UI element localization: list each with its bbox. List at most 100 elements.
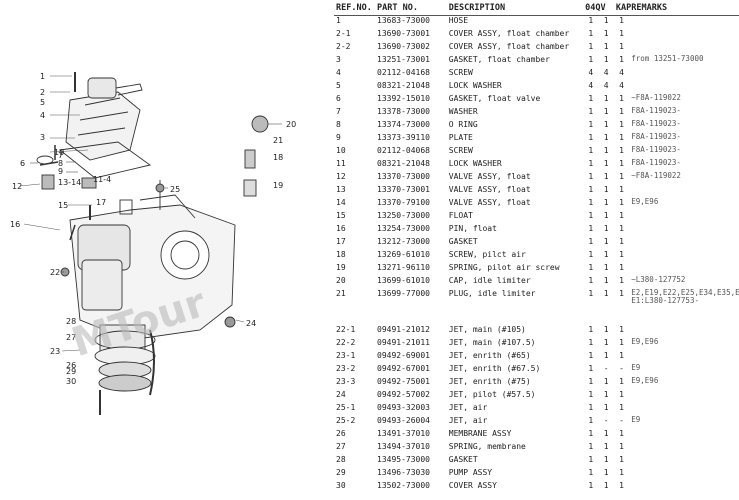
ref-cell (334, 317, 375, 325)
part-no-cell: 08321-21048 (377, 81, 430, 90)
part-no-cell: 13370-73000 (377, 172, 430, 181)
remarks-cell: F8A-119023- (631, 146, 681, 154)
description-cell: WASHER (448, 107, 478, 116)
remarks-cell: E9,E96 (631, 198, 659, 206)
callout-label: 6 (20, 159, 25, 168)
qty-cell: 1 (603, 325, 609, 334)
qty-cell: 1 (603, 338, 609, 347)
qty-cell: 1 (588, 429, 594, 438)
remarks-cell: F8A-119023- (631, 159, 681, 167)
qty-cell: 1 (619, 403, 624, 412)
description-cell: COVER ASSY, float chamber (448, 42, 570, 51)
qty-cell: 1 (619, 16, 624, 25)
ref-cell: 23-1 (336, 351, 356, 360)
part-no-cell: 13374-73000 (377, 120, 430, 129)
remarks-cell (629, 16, 739, 30)
ref-cell: 5 (336, 81, 341, 90)
qty-cell: 1 (619, 468, 624, 477)
qty-cell: 1 (619, 172, 624, 181)
description-cell: SPRING, pilot air screw (448, 263, 560, 272)
qty-cell: 1 (603, 390, 609, 399)
qty-cell: 1 (619, 429, 624, 438)
part-no-cell: 13496-73030 (377, 468, 430, 477)
header-description: DESCRIPTION (446, 2, 584, 16)
header-part-no: PART NO. (375, 2, 447, 16)
qty-cell: 1 (588, 55, 594, 64)
part-no-cell: 13699-61010 (377, 276, 430, 285)
callout-label: 12 (12, 182, 22, 191)
description-cell: GASKET, float valve (448, 94, 541, 103)
qty-cell (599, 317, 614, 325)
part-no-cell: 13495-73000 (377, 455, 430, 464)
part-no-cell: 13491-37010 (377, 429, 430, 438)
qty-cell: 1 (619, 481, 624, 490)
description-cell: SCREW (448, 146, 473, 155)
description-cell: JET, main (#107.5) (448, 338, 536, 347)
callout-label: 22 (50, 268, 60, 277)
qty-cell: 1 (603, 276, 609, 285)
qty-cell: 1 (588, 364, 594, 373)
qty-cell: 1 (619, 29, 624, 38)
callout-label: 17 (96, 198, 106, 207)
ref-cell: 20 (336, 276, 346, 285)
qty-cell: 1 (603, 468, 609, 477)
qty-cell: - (619, 416, 624, 425)
qty-cell: 1 (588, 211, 594, 220)
callout-label: 4 (40, 111, 45, 120)
description-cell: VALVE ASSY, float (448, 185, 531, 194)
ref-cell: 23-2 (336, 364, 356, 373)
qty-cell: 1 (603, 237, 609, 246)
part-no-cell: 09491-21011 (377, 338, 430, 347)
qty-cell: 1 (603, 429, 609, 438)
description-cell: JET, air (448, 403, 488, 412)
part-no-cell: 13370-73001 (377, 185, 430, 194)
qty-cell: 1 (603, 289, 609, 298)
qty-cell: 1 (619, 198, 624, 207)
callout-label: 19 (273, 181, 283, 190)
part-no-cell: 13254-73000 (377, 224, 430, 233)
qty-cell: 1 (603, 250, 609, 259)
remarks-cell: E9 (631, 416, 641, 424)
ref-cell: 9 (336, 133, 341, 142)
qty-cell: 1 (588, 390, 594, 399)
description-cell: VALVE ASSY, float (448, 172, 531, 181)
callout-label: 1 (40, 72, 45, 81)
callout-label: 20 (286, 120, 296, 129)
qty-cell: 1 (588, 403, 594, 412)
qty-cell: 1 (603, 94, 609, 103)
ref-cell: 2-2 (336, 42, 351, 51)
float-chamber-cover (65, 91, 141, 161)
qty-cell: 1 (619, 146, 624, 155)
part-no-cell: 13392-15010 (377, 94, 430, 103)
callout-label: 2 (40, 88, 45, 97)
part-no-cell: 09492-69001 (377, 351, 430, 360)
qty-cell: 1 (588, 159, 594, 168)
qty-cell: 1 (619, 442, 624, 451)
callout-label: 23 (50, 347, 60, 356)
qty-cell: 1 (588, 377, 594, 386)
qty-cell: 1 (619, 159, 624, 168)
callout-label: 15 (58, 201, 68, 210)
part-no-cell: 13370-79100 (377, 198, 430, 207)
description-cell: GASKET (448, 455, 478, 464)
qty-cell: 1 (588, 468, 594, 477)
ref-cell: 1 (336, 16, 341, 25)
qty-cell: 1 (588, 442, 594, 451)
header-ref-no: REF.NO. (334, 2, 375, 16)
remarks-cell (629, 29, 739, 42)
qty-cell: 1 (619, 338, 624, 347)
ref-cell: 4 (336, 68, 341, 77)
qty-cell: 1 (588, 42, 594, 51)
qty-cell: 4 (588, 81, 594, 90)
part-no-cell: 09493-32003 (377, 403, 430, 412)
ref-cell: 3 (336, 55, 341, 64)
callout-label: 26 (66, 361, 76, 370)
part-no-cell: 09492-67001 (377, 364, 430, 373)
header-qty-kap: KAP (613, 2, 631, 16)
ref-cell: 10 (336, 146, 346, 155)
